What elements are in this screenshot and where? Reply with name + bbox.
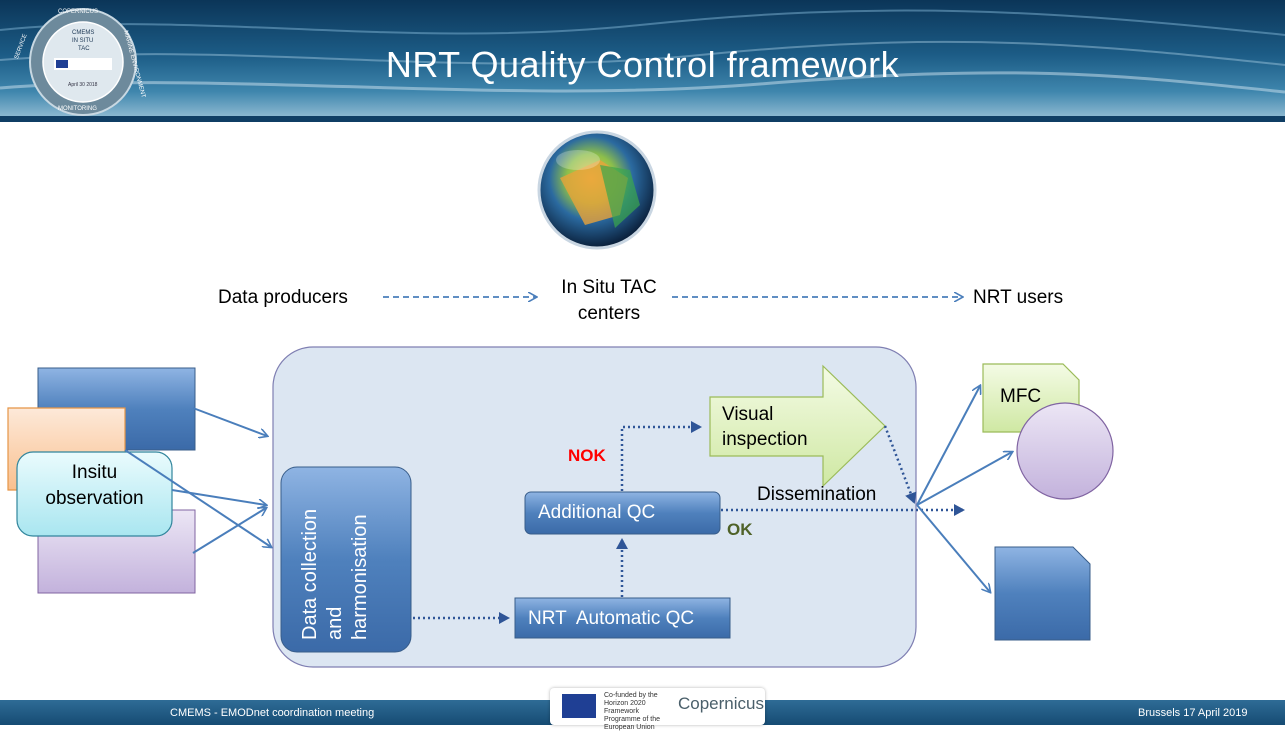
visual-inspection-label: Visual inspection	[722, 404, 808, 450]
insitu-observation-box	[16, 451, 173, 537]
user-blue-box	[994, 546, 1091, 641]
ocean-waves-background	[0, 9, 1285, 94]
nok-label: NOK	[568, 446, 606, 465]
page-title: NRT Quality Control framework	[385, 44, 900, 85]
data-collection-box	[280, 466, 412, 653]
nrt-automatic-qc-label: NRT Automatic QC	[528, 608, 695, 629]
mfc-label: MFC	[1000, 386, 1042, 407]
nrt-users-label: NRT users	[973, 287, 1064, 308]
nrt-automatic-qc-box	[514, 597, 731, 639]
footer-date-label: Brussels 17 April 2019	[1138, 707, 1248, 719]
insitu-observation-label: Insitu observation	[45, 462, 144, 509]
input-arrow-4	[192, 508, 266, 554]
seal-center-line-1: CMEMS	[72, 30, 95, 36]
data-collection-label-line-3: harmonisation	[349, 514, 371, 640]
cmems-in-situ-tac-seal	[29, 8, 137, 116]
seal-center-line-3: TAC	[78, 46, 90, 52]
input-arrow-2	[124, 449, 271, 547]
footer-meeting-label: CMEMS - EMODnet coordination meeting	[170, 707, 375, 719]
dissemination-label: Dissemination	[757, 484, 877, 505]
seal-ring-bottom: MONITORING	[58, 106, 97, 112]
seal-date-note: April 30 2018	[68, 82, 98, 88]
input-arrow-1	[192, 407, 267, 436]
additional-qc-box	[524, 491, 721, 535]
data-collection-label-line-2: and	[324, 606, 346, 640]
seal-center-line-2: IN SITU	[72, 38, 94, 44]
output-arrow-circle	[916, 452, 1012, 506]
data-collection-label-line-1: Data collection	[299, 508, 321, 640]
nok-arrow	[620, 421, 702, 491]
user-circle	[1016, 402, 1114, 500]
visual-inspection-arrow-shape	[709, 364, 886, 488]
cofunded-text: Co-funded by the Horizon 2020 Framework …	[604, 692, 661, 731]
data-producers-label: Data producers	[218, 287, 348, 308]
eu-flag-icon	[562, 694, 596, 718]
visual-to-dissemination-arrow	[883, 425, 917, 504]
cofunded-logo: Co-funded by the Horizon 2020 Framework …	[550, 688, 765, 731]
output-arrow-mfc	[916, 386, 980, 506]
additional-qc-label: Additional QC	[538, 502, 656, 523]
header-banner: COPERNICUS CMEMS IN SITU TAC SERVICE MAR…	[0, 0, 1285, 122]
input-arrow-3	[171, 489, 266, 505]
globe-icon	[537, 130, 657, 250]
in-situ-tac-label: In Situ TAC centers	[561, 277, 657, 324]
seal-ring-top: COPERNICUS	[58, 9, 99, 15]
output-arrow-box	[916, 504, 990, 592]
copernicus-logo-text: Copernicus	[678, 694, 764, 713]
ok-label: OK	[727, 520, 753, 539]
